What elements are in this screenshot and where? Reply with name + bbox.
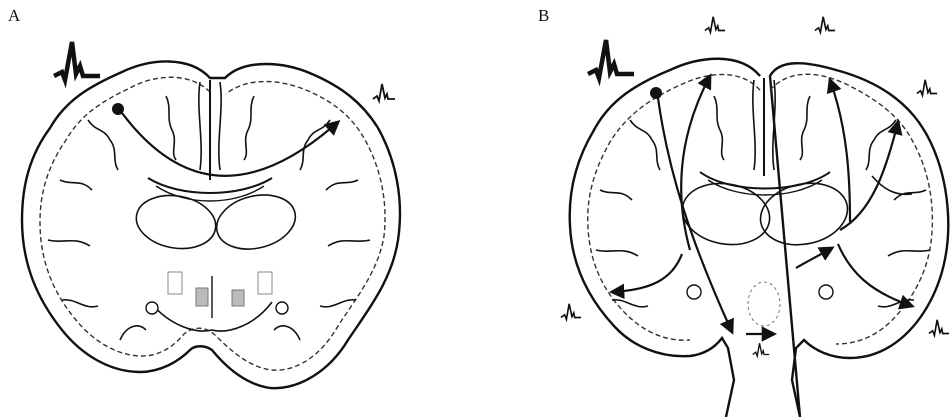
small-spike-icon-b-4 [561, 304, 581, 320]
corpus-callosum-a [148, 178, 272, 193]
brain-coronal-section-a [22, 61, 400, 388]
propagation-arrows-b [612, 76, 912, 334]
large-spike-icon-b [588, 40, 634, 78]
brain-coronal-section-b [570, 59, 949, 417]
arrow-up-right-medial [830, 80, 850, 222]
thalamus-left-a [132, 189, 220, 254]
arrow-left-temporal [612, 254, 682, 292]
nucleus-right-a [258, 272, 272, 294]
arrow-right-temporal [838, 244, 912, 306]
ventricle-left-b [687, 285, 701, 299]
small-spike-icon-a [373, 84, 395, 101]
arrow-brainstem-up-right [796, 248, 832, 268]
small-spike-icon-b-3 [917, 80, 937, 96]
arrow-up-left-medial [681, 76, 710, 250]
nucleus-center-left-a [196, 288, 208, 306]
large-spike-icon-a [54, 42, 100, 80]
thalamus-right-a [211, 187, 301, 257]
ventricle-right-a [276, 302, 288, 314]
small-spike-icon-b-2 [815, 17, 835, 33]
small-spike-icon-b-6 [929, 320, 949, 336]
epileptic-focus-dot-b [650, 87, 662, 99]
small-spike-icon-b-5 [753, 343, 770, 356]
ventricle-left-a [146, 302, 158, 314]
nucleus-center-right-a [232, 290, 244, 306]
brainstem-outline-a [150, 302, 272, 331]
small-spike-icon-b-1 [705, 17, 725, 33]
gyri-b [596, 78, 930, 307]
brainstem-nucleus-b [748, 282, 780, 326]
cortex-boundary-a [40, 77, 385, 370]
ventricle-right-b [819, 285, 833, 299]
nucleus-left-a [168, 272, 182, 294]
